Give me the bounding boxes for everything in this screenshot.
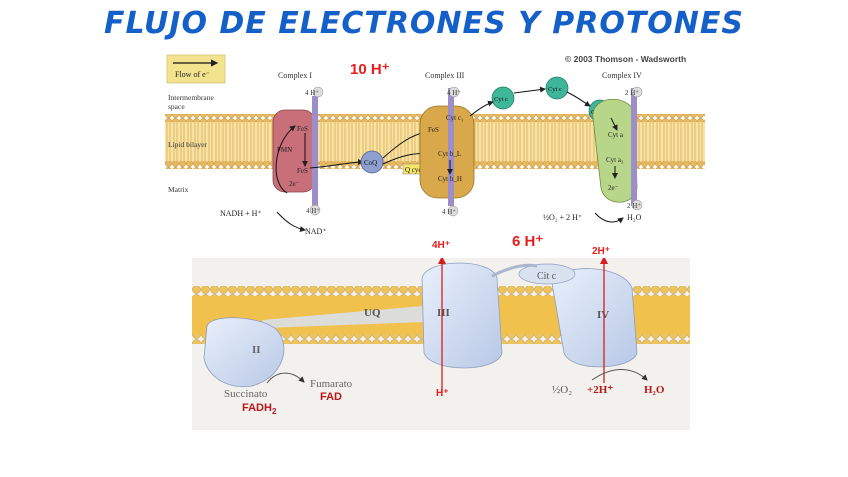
complex3-proton-channel <box>448 88 454 206</box>
region-intermembrane-2: space <box>168 102 185 111</box>
legend-label: Flow of e⁻ <box>175 70 210 79</box>
coq-label: CoQ <box>364 159 377 167</box>
complex1-top-protons: 4 H⁺ <box>305 89 319 97</box>
electron-transport-chain-diagram: Flow of e⁻ © 2003 Thomson - Wadsworth In… <box>165 48 705 236</box>
two-protons-label: +2H⁺ <box>587 384 613 396</box>
complex3-cyt-bh: Cyt b_H <box>438 175 462 183</box>
complex1-electrons: 2e⁻ <box>289 180 300 188</box>
region-intermembrane-1: Intermembrane <box>168 93 214 102</box>
complex1-bottom-protons: 4 H⁺ <box>306 207 320 215</box>
complex4-electrons: 2e⁻ <box>608 184 619 192</box>
copyright-label: © 2003 Thomson - Wadsworth <box>565 54 686 64</box>
complex3-title: Complex III <box>425 71 465 80</box>
cytc-1-label: Cyt c <box>494 96 508 103</box>
fumarato-label: Fumarato <box>310 378 353 390</box>
complex3-cyt-bl: Cyt b_L <box>438 150 461 158</box>
complex1-proton-channel <box>312 96 318 208</box>
complex4-title: Complex IV <box>602 71 642 80</box>
complex4-cyt-a3: Cyt a₃ <box>606 156 624 164</box>
complex3-bottom-protons: 4 H⁺ <box>442 208 456 216</box>
complex3-cyt-c1: Cyt c₁ <box>446 114 463 122</box>
complex1-fes-lower: FeS <box>297 167 308 175</box>
nadh-label: NADH + H⁺ <box>220 209 262 218</box>
water-label: H₂O <box>644 384 665 396</box>
uq-label: UQ <box>364 307 381 319</box>
complex4-shape <box>552 269 637 367</box>
complex3-shape <box>422 263 502 368</box>
complex1-fes-upper: FeS <box>297 125 308 133</box>
page-title: FLUJO DE ELECTRONES Y PROTONES <box>0 6 848 41</box>
succinato-label: Succinato <box>224 388 268 400</box>
fadh2-label: FADH2 <box>242 402 276 416</box>
complex2-label: II <box>252 344 261 356</box>
complex3-top-protons: 4 H⁺ <box>447 89 461 97</box>
ten-protons-label: 10 H⁺ <box>350 60 390 78</box>
complex1-title: Complex I <box>278 71 312 80</box>
oxygen-label: ½O₂ + 2 H⁺ <box>543 213 582 222</box>
cytc-2-label: Cyt c <box>548 86 562 93</box>
h-plus-bottom-label: H⁺ <box>436 388 449 399</box>
complex4-cyt-a: Cyt a <box>608 131 624 139</box>
complex3-fes: FeS <box>428 126 439 134</box>
complex4-bottom-protons: 2 H⁺ <box>627 202 641 210</box>
water-label: H₂O <box>627 213 642 222</box>
six-protons-label: 6 H⁺ <box>512 232 543 250</box>
complex4-label: IV <box>597 309 609 321</box>
region-matrix: Matrix <box>168 185 189 194</box>
complex4-top-protons: 2 H⁺ <box>625 89 639 97</box>
nad-label: NAD⁺ <box>305 227 327 236</box>
two-protons-top-label: 2H⁺ <box>592 246 610 257</box>
complex4-proton-channel <box>631 88 637 206</box>
region-bilayer: Lipid bilayer <box>168 140 207 149</box>
fad-label: FAD <box>320 391 342 403</box>
four-protons-label: 4H⁺ <box>432 240 450 251</box>
cytc-label: Cit c <box>537 271 557 282</box>
complex3-label: III <box>437 307 450 319</box>
oxygen-label: ½O₂ <box>552 384 572 396</box>
